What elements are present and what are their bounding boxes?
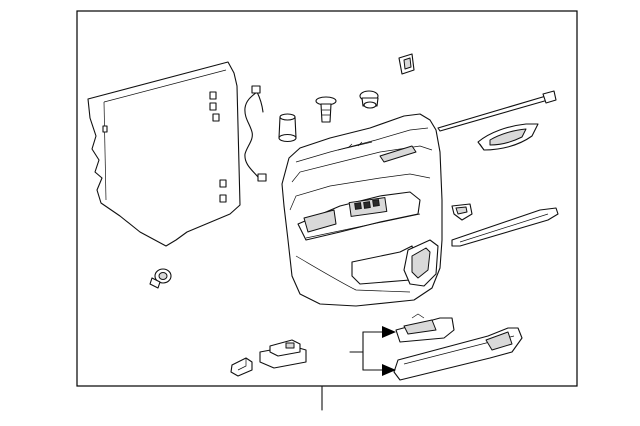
water-deflector-panel — [87, 61, 241, 247]
switch-pocket — [303, 209, 337, 233]
inner-handle-opening — [379, 145, 417, 163]
door-trim-panel — [281, 113, 443, 307]
harness-connector — [251, 85, 261, 94]
arrow-head-lower — [382, 364, 396, 376]
harness-connector — [257, 173, 267, 182]
bottom-retainer — [149, 268, 172, 289]
panel-clip-slot — [219, 179, 227, 188]
callout-arrows — [349, 326, 396, 376]
panel-clip-slot — [209, 91, 217, 100]
retaining-clip — [398, 53, 415, 75]
screw-grommet — [359, 90, 379, 109]
panel-clip-slot — [212, 113, 220, 122]
switch-button — [354, 202, 362, 210]
handle-bezel — [477, 123, 539, 151]
pull-handle — [393, 327, 523, 381]
panel-clip-slot — [219, 194, 227, 203]
wiring-harness — [244, 85, 267, 182]
lamp-lens — [285, 342, 295, 349]
trim-clip — [451, 203, 473, 221]
push-pin-fastener — [315, 96, 337, 123]
pull-strap — [437, 90, 557, 132]
switch-button — [363, 201, 371, 209]
armrest-bracket — [395, 313, 455, 343]
retainer-cylinder — [278, 113, 297, 143]
courtesy-lamp — [259, 339, 307, 369]
cap-plug — [230, 357, 253, 377]
switch-button — [372, 199, 380, 207]
diagram-frame — [76, 10, 578, 387]
panel-clip-slot — [209, 102, 217, 111]
panel-clip-slot — [102, 125, 108, 133]
arrow-head-upper — [382, 326, 396, 338]
molding-strip — [451, 207, 559, 247]
